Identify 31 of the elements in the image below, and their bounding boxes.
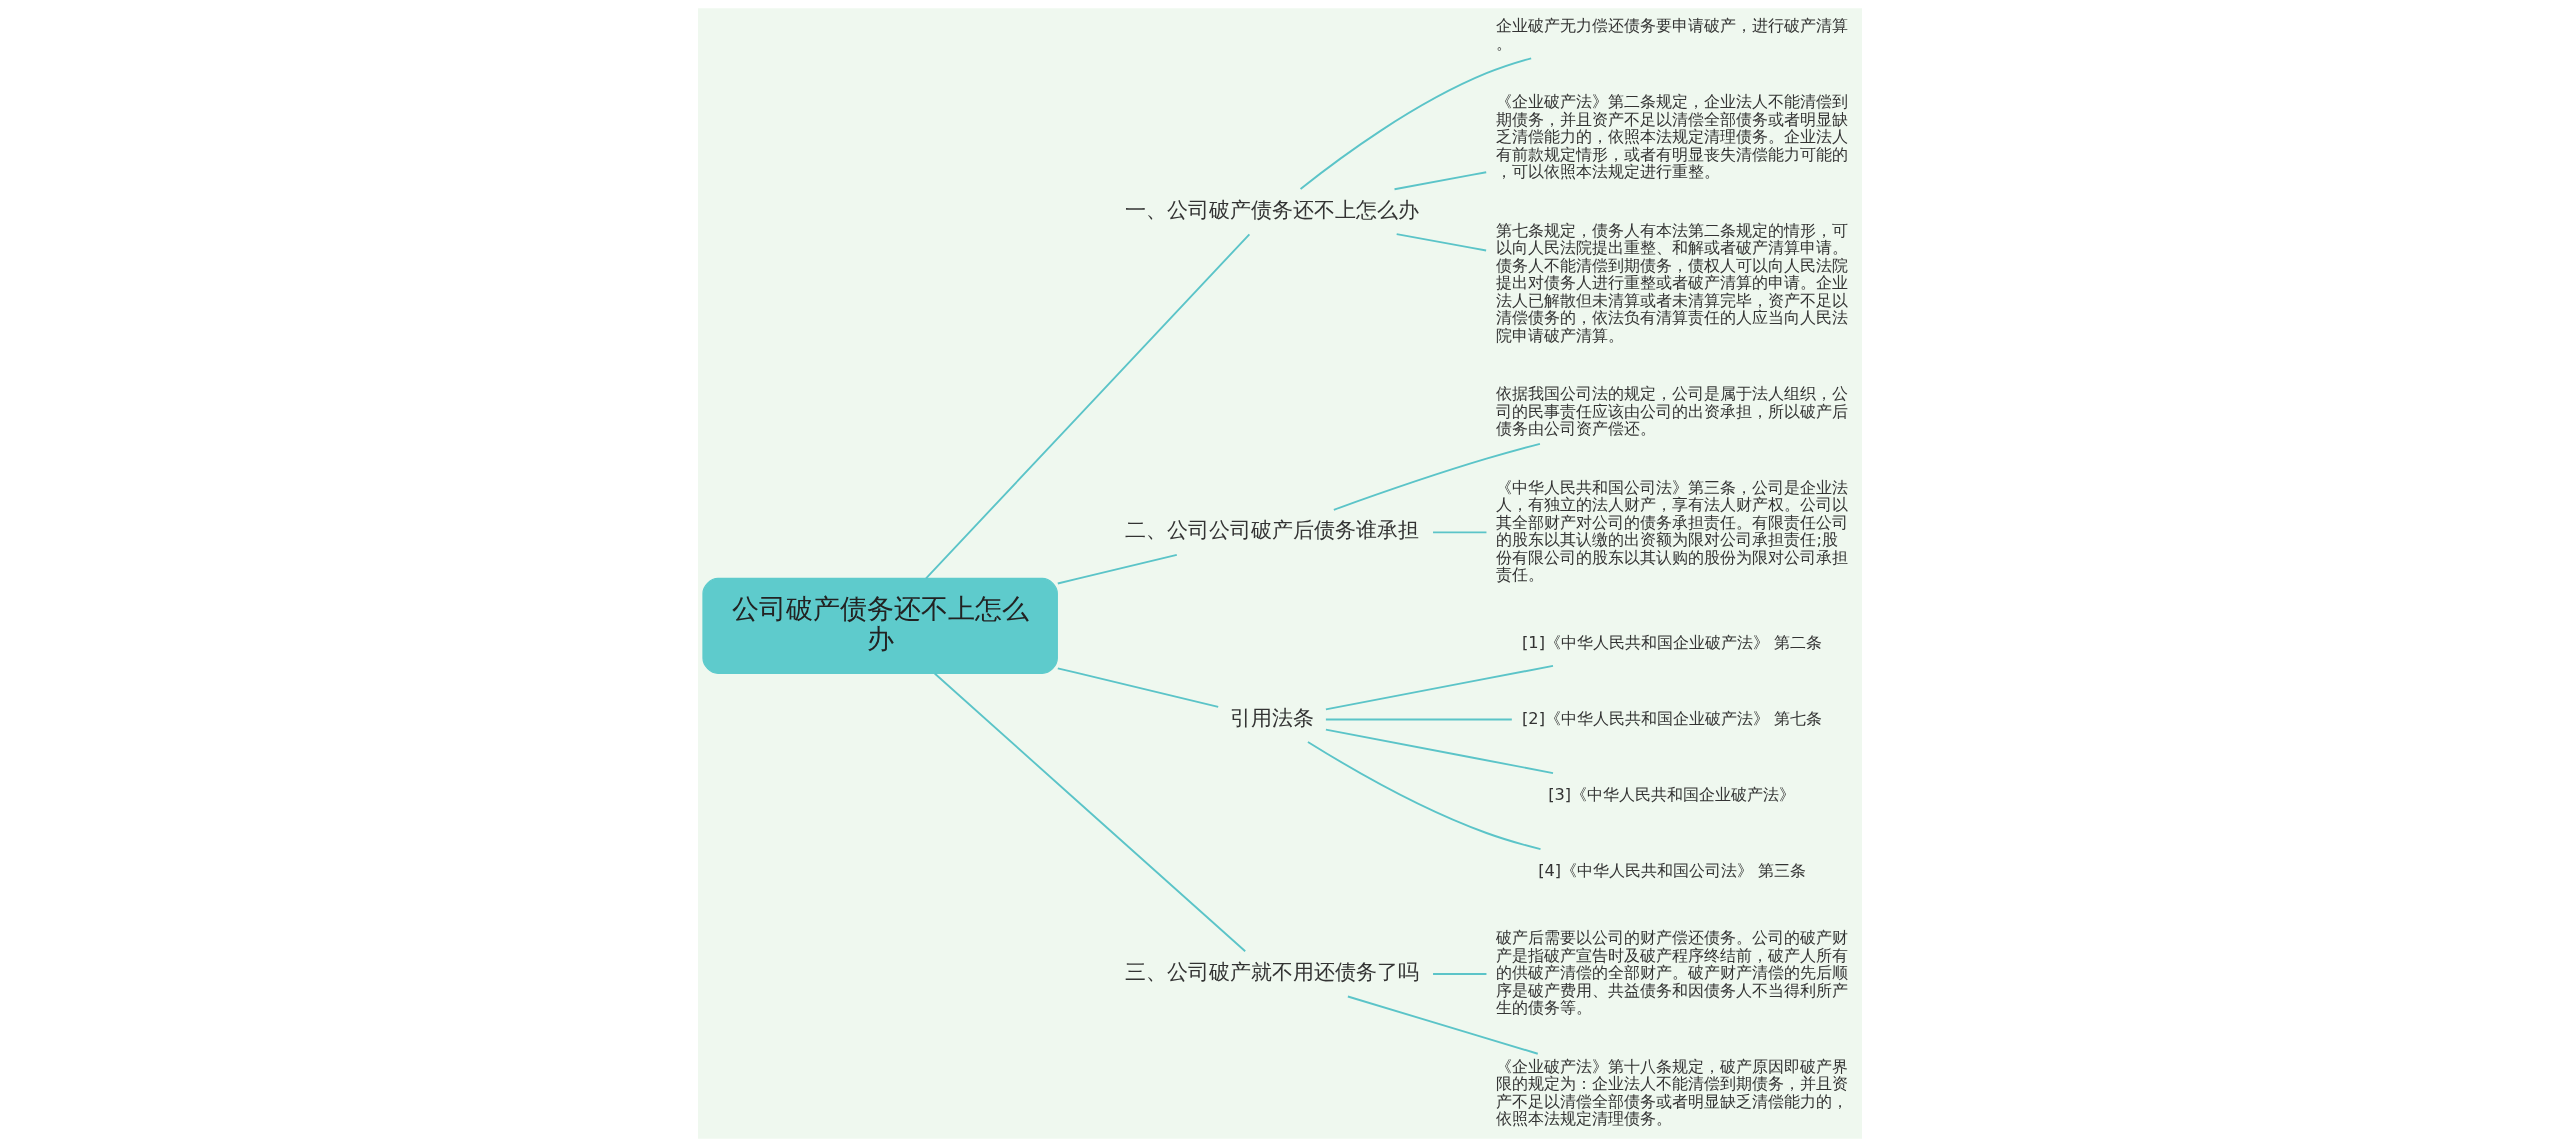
connector — [1324, 728, 1554, 774]
connector — [1056, 553, 1178, 585]
connector — [925, 233, 1251, 580]
connector — [1346, 995, 1539, 1055]
node-text: 一、公司破产债务还不上怎么办 — [1124, 196, 1419, 222]
node-text: [1]《中华人民共和国企业破产法》 第二条 — [1522, 632, 1823, 652]
connector — [1324, 718, 1513, 721]
connector — [1393, 171, 1488, 191]
node-text: 企业破产无力偿还债务要申请破产，进行破产清算。 — [1496, 16, 1849, 53]
connector — [1299, 57, 1533, 190]
node-text: 《中华人民共和国公司法》第三条，公司是企业法人，有独立的法人财产，享有法人财产权。公司以其全部财产对公司的债务承担责任。有限责任公司的股东以其认缴的出资额为限对公司承担责任;股份有限公司的股东以其认购的股份为限对公司承担责任。 — [1496, 477, 1849, 585]
node-box: 公司破产债务还不上怎么办 — [702, 577, 1058, 674]
node-text: [4]《中华人民共和国公司法》 第三条 — [1538, 860, 1807, 880]
node-text: [3]《中华人民共和国企业破产法》 — [1548, 784, 1796, 804]
connector — [1324, 664, 1554, 711]
node-text: 二、公司公司破产后债务谁承担 — [1124, 517, 1419, 543]
connector — [1432, 531, 1488, 534]
node-text: 引用法条 — [1229, 704, 1314, 730]
node-text: [2]《中华人民共和国企业破产法》 第七条 — [1522, 708, 1823, 728]
connector — [1056, 667, 1220, 708]
node-text: 破产后需要以公司的财产偿还债务。公司的破产财产是指破产宣告时及破产程序终结前，破产人所有的供破产清偿的全部财产。破产财产清偿的先后顺序是破产费用、共益债务和因债务人不当得利所产生的债务等。 — [1496, 928, 1849, 1018]
connector — [1307, 741, 1542, 851]
node-text: 第七条规定，债务人有本法第二条规定的情形，可以向人民法院提出重整、和解或者破产清算申请。债务人不能清偿到期债务，债权人可以向人民法院提出对债务人进行重整或者破产清算的申请。企业法人已解散但未清算或者未清算完毕，资产不足以清偿债务的，依法负有清算责任的人应当向人民法院申请破产清算。 — [1496, 220, 1849, 345]
connector — [1432, 973, 1488, 975]
connector — [933, 672, 1247, 953]
node-text: 《企业破产法》第十八条规定，破产原因即破产界限的规定为：企业法人不能清偿到期债务，并且资产不足以清偿全部债务或者明显缺乏清偿能力的，依照本法规定清理债务。 — [1496, 1056, 1849, 1129]
node-text: 《企业破产法》第二条规定，企业法人不能清偿到期债务，并且资产不足以清偿全部债务或者明显缺乏清偿能力的，依照本法规定清理债务。企业法人有前款规定情形，或者有明显丧失清偿能力可能的，可以依照本法规定进行重整。 — [1496, 92, 1849, 182]
node-text: 依据我国公司法的规定，公司是属于法人组织，公司的民事责任应该由公司的出资承担，所以破产后债务由公司资产偿还。 — [1496, 384, 1849, 439]
node-text: 三、公司破产就不用还债务了吗 — [1124, 959, 1419, 985]
connector — [1332, 442, 1541, 511]
connector — [1395, 233, 1488, 252]
